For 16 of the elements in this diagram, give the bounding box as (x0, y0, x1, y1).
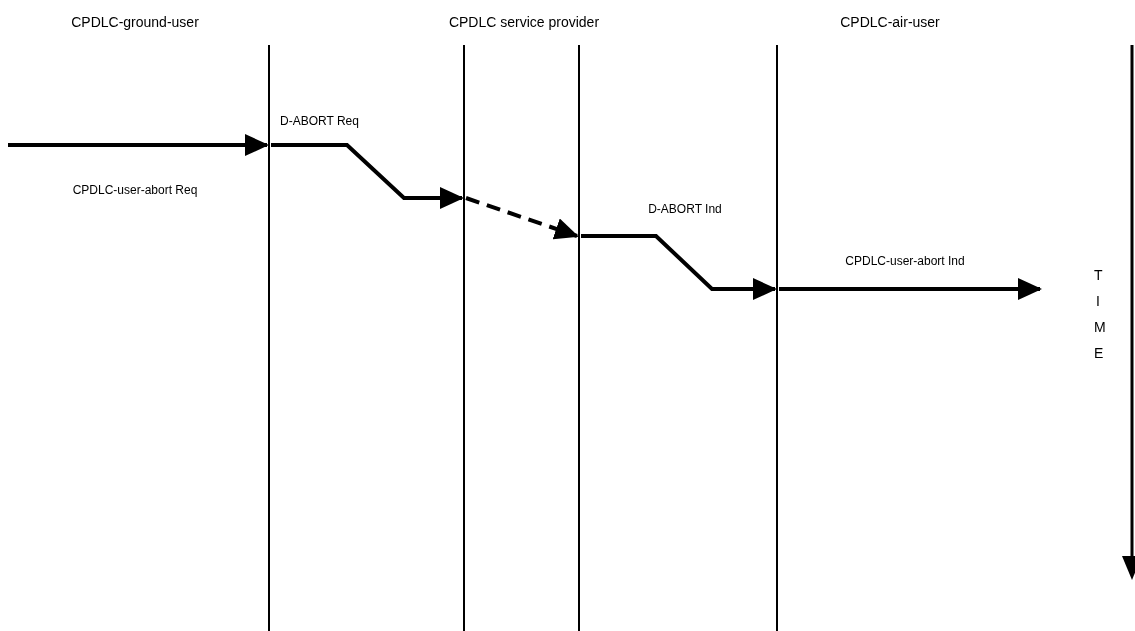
arrow (779, 278, 1042, 300)
lane-heading: CPDLC-air-user (840, 14, 940, 30)
edge-label: D-ABORT Req (280, 114, 359, 128)
lifeline (578, 45, 580, 631)
lifeline (268, 45, 270, 631)
edge-label: D-ABORT Ind (648, 202, 722, 216)
arrow (271, 143, 464, 209)
arrow (8, 134, 269, 156)
arrow (465, 196, 579, 240)
arrow (581, 234, 777, 300)
edge-label: CPDLC-user-abort Ind (845, 254, 965, 268)
lifeline (463, 45, 465, 631)
lane-heading: CPDLC-ground-user (71, 14, 199, 30)
edge-label: CPDLC-user-abort Req (72, 183, 198, 197)
lifeline (776, 45, 778, 631)
lane-heading: CPDLC service provider (448, 14, 600, 30)
